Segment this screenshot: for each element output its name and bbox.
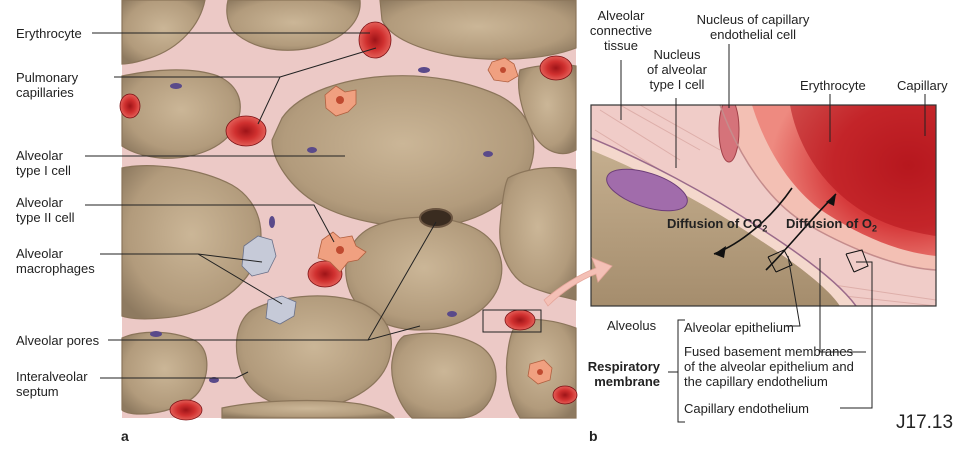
macrophages bbox=[241, 235, 297, 325]
label-capillary-endothelium: Capillary endothelium bbox=[684, 401, 810, 416]
label-diffusion-co2: Diffusion of CO2 bbox=[667, 216, 768, 234]
label-diffusion-o2: Diffusion of O2 bbox=[786, 216, 877, 234]
label-alveolar-type2-cell: Alveolar type II cell bbox=[16, 195, 75, 225]
panel-letter-a: a bbox=[121, 428, 129, 444]
figure-id: J17.13 bbox=[896, 412, 954, 433]
panel-letter-b: b bbox=[589, 428, 598, 444]
label-pulmonary-capillaries: Pulmonary capillaries bbox=[16, 70, 79, 100]
panel-b-frame bbox=[590, 104, 937, 307]
label-alveolar-type1-cell: Alveolar type I cell bbox=[16, 148, 71, 178]
label-alveolus: Alveolus bbox=[607, 318, 657, 333]
panel-a-leader-lines bbox=[85, 32, 437, 379]
label-alveolar-connective-tissue: Alveolar connective tissue bbox=[589, 8, 653, 53]
panel-b-leader-lines bbox=[620, 44, 926, 423]
label-nucleus-type1: Nucleus of alveolar type I cell bbox=[647, 47, 707, 92]
label-fused-basement: Fused basement membranes of the alveolar… bbox=[684, 344, 854, 389]
zoom-box bbox=[482, 309, 542, 333]
label-erythrocyte-a: Erythrocyte bbox=[16, 26, 82, 41]
label-nucleus-endothelial: Nucleus of capillary endothelial cell bbox=[696, 12, 810, 42]
label-interalveolar-septum: Interalveolar septum bbox=[16, 369, 88, 399]
label-erythrocyte-b: Erythrocyte bbox=[800, 78, 866, 93]
zoom-arrow bbox=[543, 257, 613, 307]
label-respiratory-membrane: Respiratory membrane bbox=[587, 359, 660, 389]
erythrocytes-a bbox=[119, 21, 578, 421]
label-alveolar-epithelium: Alveolar epithelium bbox=[684, 320, 794, 335]
endothelial-nuclei bbox=[150, 67, 493, 383]
label-capillary: Capillary bbox=[897, 78, 948, 93]
alveolar-pore bbox=[419, 208, 453, 228]
label-alveolar-pores: Alveolar pores bbox=[16, 333, 100, 348]
label-alveolar-macrophages: Alveolar macrophages bbox=[16, 246, 95, 276]
